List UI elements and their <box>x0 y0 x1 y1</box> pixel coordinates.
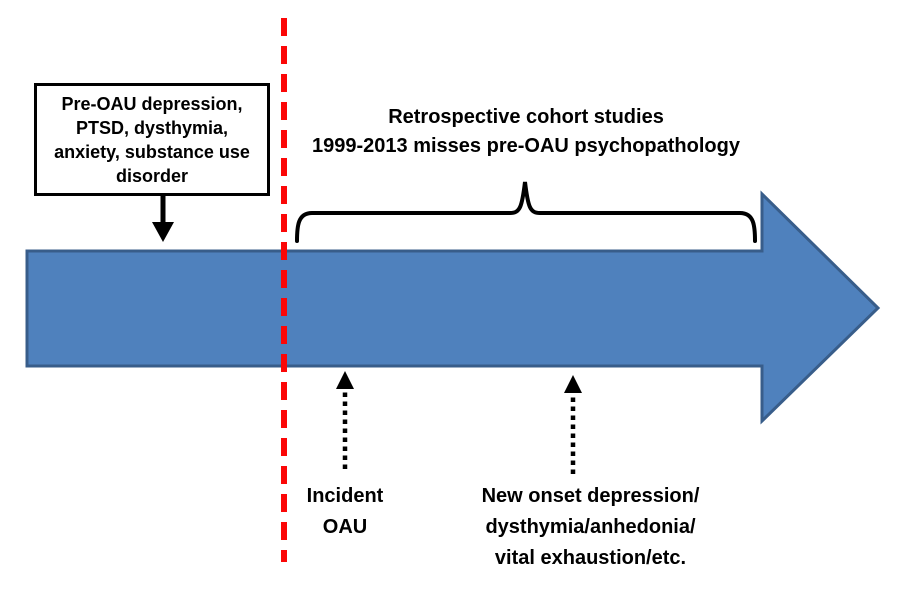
dotted-up-arrow-icon <box>564 375 582 474</box>
new-onset-symptoms-label: New onset depression/ dysthymia/anhedoni… <box>458 481 723 574</box>
new-onset-label-line: New onset depression/ <box>481 485 700 507</box>
retrospective-heading: Retrospective cohort studies 1999-2013 m… <box>295 103 757 161</box>
pre-oau-box-line: anxiety, substance use <box>54 141 250 162</box>
pre-oau-box-line: disorder <box>115 165 189 186</box>
retrospective-heading-line: 1999-2013 misses pre-OAU psychopathology <box>312 135 740 157</box>
new-onset-label-line: vital exhaustion/etc. <box>494 547 687 569</box>
curly-brace-icon <box>295 181 757 243</box>
pre-oau-box-line: Pre-OAU depression, <box>61 93 243 114</box>
dotted-up-arrow-icon <box>336 371 354 469</box>
down-arrow-icon <box>152 196 174 242</box>
pre-oau-box-line: PTSD, dysthymia, <box>75 117 229 138</box>
incident-oau-label-line: Incident <box>306 485 384 507</box>
incident-oau-label: Incident OAU <box>265 481 425 543</box>
pre-oau-psychopathology-box: Pre-OAU depression, PTSD, dysthymia, anx… <box>34 83 270 196</box>
incident-oau-label-line: OAU <box>322 516 368 538</box>
timeline-arrow <box>25 190 881 425</box>
new-onset-label-line: dysthymia/anhedonia/ <box>485 516 696 538</box>
retrospective-heading-line: Retrospective cohort studies <box>388 106 664 128</box>
